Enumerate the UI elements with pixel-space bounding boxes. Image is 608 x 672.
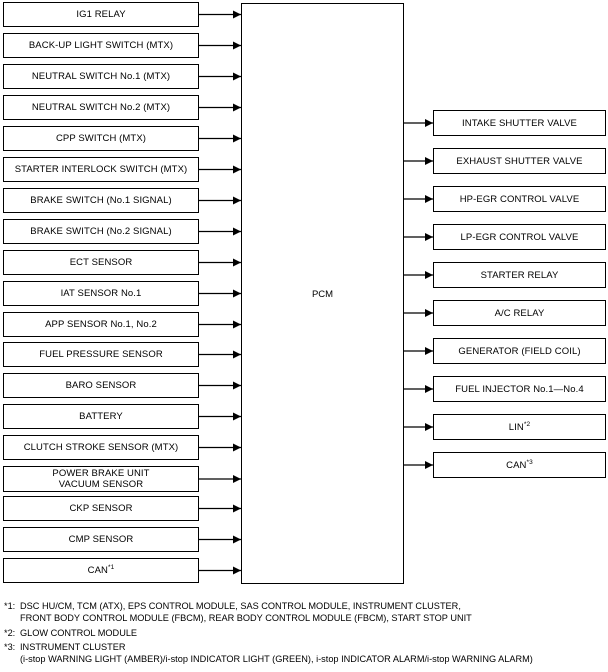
input-box-4: NEUTRAL SWITCH No.2 (MTX) <box>3 95 199 120</box>
input-label: NEUTRAL SWITCH No.2 (MTX) <box>31 102 171 113</box>
input-box-12: FUEL PRESSURE SENSOR <box>3 342 199 367</box>
input-box-9: ECT SENSOR <box>3 250 199 275</box>
input-box-7: BRAKE SWITCH (No.1 SIGNAL) <box>3 188 199 213</box>
output-label: LIN*2 <box>508 420 531 433</box>
input-label: BRAKE SWITCH (No.1 SIGNAL) <box>30 195 172 206</box>
output-box-6: A/C RELAY <box>433 300 606 326</box>
input-footnote-marker: *1 <box>108 564 115 571</box>
input-label: POWER BRAKE UNIT VACUUM SENSOR <box>52 468 150 490</box>
input-label: CKP SENSOR <box>69 503 133 514</box>
output-footnote-marker: *3 <box>526 458 533 466</box>
input-label: CAN*1 <box>87 564 115 576</box>
output-box-2: EXHAUST SHUTTER VALVE <box>433 148 606 174</box>
output-label: GENERATOR (FIELD COIL) <box>458 345 581 357</box>
output-label: LP-EGR CONTROL VALVE <box>460 231 579 243</box>
input-label: BARO SENSOR <box>65 380 137 391</box>
input-label: BACK-UP LIGHT SWITCH (MTX) <box>28 40 174 51</box>
pcm-label: PCM <box>311 289 334 300</box>
input-label: FUEL PRESSURE SENSOR <box>39 349 163 360</box>
input-label: IG1 RELAY <box>76 9 126 20</box>
input-box-14: BATTERY <box>3 404 199 429</box>
output-footnote-marker: *2 <box>523 420 531 428</box>
input-label: NEUTRAL SWITCH No.1 (MTX) <box>31 71 171 82</box>
input-label: BATTERY <box>79 411 123 422</box>
input-box-16: POWER BRAKE UNIT VACUUM SENSOR <box>3 466 199 492</box>
input-box-2: BACK-UP LIGHT SWITCH (MTX) <box>3 33 199 58</box>
footnote-text: DSC HU/CM, TCM (ATX), EPS CONTROL MODULE… <box>20 601 461 611</box>
input-box-6: STARTER INTERLOCK SWITCH (MTX) <box>3 157 199 182</box>
input-box-10: IAT SENSOR No.1 <box>3 281 199 306</box>
input-box-19: CAN*1 <box>3 558 199 583</box>
footnote-marker: *1: <box>4 601 16 611</box>
input-label: IAT SENSOR No.1 <box>60 288 142 299</box>
output-label: FUEL INJECTOR No.1—No.4 <box>455 383 584 395</box>
footnote-1: *1: DSC HU/CM, TCM (ATX), EPS CONTROL MOD… <box>4 601 604 625</box>
footnote-2: *2: GLOW CONTROL MODULE <box>4 628 604 640</box>
footnote-marker: *3: <box>4 642 16 653</box>
footnote-text: FRONT BODY CONTROL MODULE (FBCM), REAR B… <box>20 612 472 623</box>
output-label: EXHAUST SHUTTER VALVE <box>456 155 583 167</box>
input-label: APP SENSOR No.1, No.2 <box>45 319 157 330</box>
output-box-7: GENERATOR (FIELD COIL) <box>433 338 606 364</box>
input-label: BRAKE SWITCH (No.2 SIGNAL) <box>30 226 172 237</box>
input-label: CMP SENSOR <box>68 534 134 545</box>
output-label: HP-EGR CONTROL VALVE <box>459 193 580 205</box>
pcm-box: PCM <box>241 3 404 584</box>
footnote-text: INSTRUMENT CLUSTER <box>20 642 126 653</box>
input-box-18: CMP SENSOR <box>3 527 199 552</box>
input-box-11: APP SENSOR No.1, No.2 <box>3 312 199 337</box>
output-box-1: INTAKE SHUTTER VALVE <box>433 110 606 136</box>
input-box-5: CPP SWITCH (MTX) <box>3 126 199 151</box>
input-box-17: CKP SENSOR <box>3 496 199 521</box>
footnote-text: GLOW CONTROL MODULE <box>20 627 138 638</box>
output-label: CAN*3 <box>506 458 533 471</box>
input-box-1: IG1 RELAY <box>3 2 199 27</box>
input-label: ECT SENSOR <box>69 257 133 268</box>
output-box-8: FUEL INJECTOR No.1—No.4 <box>433 376 606 402</box>
input-box-15: CLUTCH STROKE SENSOR (MTX) <box>3 435 199 460</box>
input-box-13: BARO SENSOR <box>3 373 199 398</box>
output-label: STARTER RELAY <box>480 269 559 281</box>
footnote-marker: *2: <box>4 627 16 638</box>
output-box-10: CAN*3 <box>433 452 606 478</box>
output-box-5: STARTER RELAY <box>433 262 606 288</box>
input-label: CLUTCH STROKE SENSOR (MTX) <box>23 442 179 453</box>
footnote-3: *3: INSTRUMENT CLUSTER(i-stop WARNING LIG… <box>4 642 604 666</box>
footnotes: *1: DSC HU/CM, TCM (ATX), EPS CONTROL MOD… <box>4 601 604 669</box>
footnote-text: (i-stop WARNING LIGHT (AMBER)/i-stop IND… <box>20 654 533 665</box>
output-label: A/C RELAY <box>494 307 545 319</box>
input-label: STARTER INTERLOCK SWITCH (MTX) <box>14 164 188 175</box>
input-box-8: BRAKE SWITCH (No.2 SIGNAL) <box>3 219 199 244</box>
input-label: CPP SWITCH (MTX) <box>55 133 147 144</box>
output-box-3: HP-EGR CONTROL VALVE <box>433 186 606 212</box>
input-box-3: NEUTRAL SWITCH No.1 (MTX) <box>3 64 199 89</box>
output-box-4: LP-EGR CONTROL VALVE <box>433 224 606 250</box>
output-box-9: LIN*2 <box>433 414 606 440</box>
output-label: INTAKE SHUTTER VALVE <box>462 117 577 129</box>
